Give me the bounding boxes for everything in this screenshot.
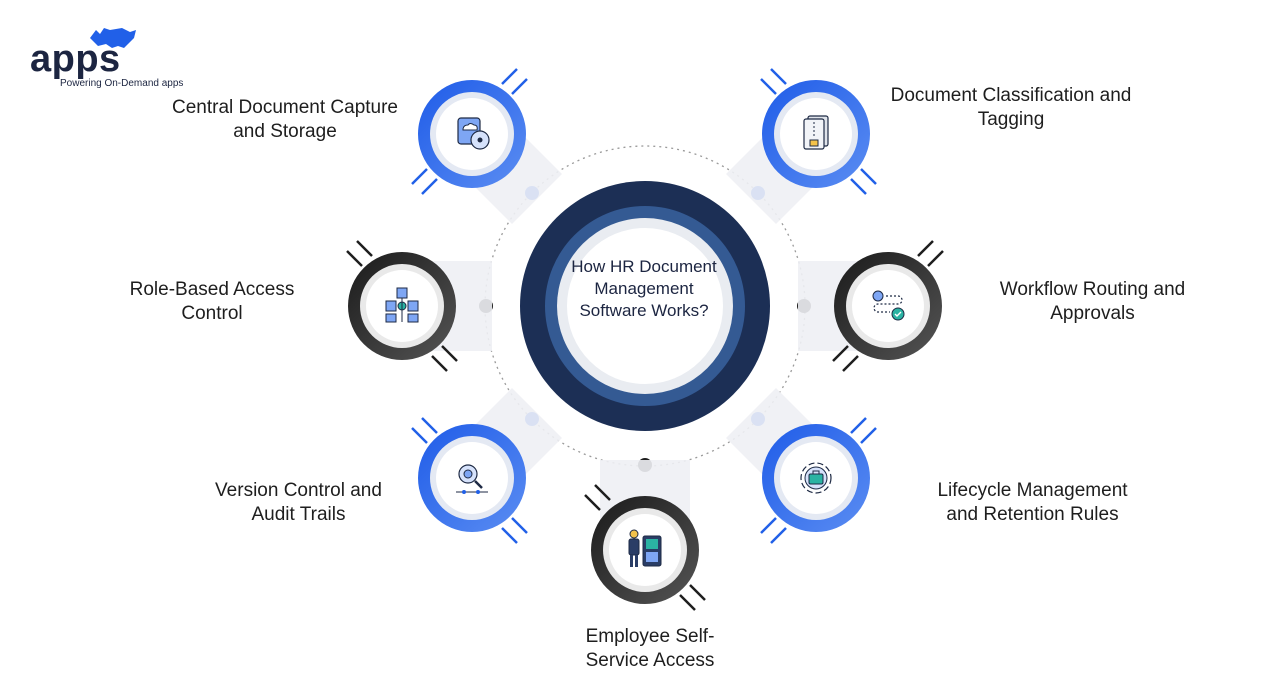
step-label-6: Lifecycle Management and Retention Rules xyxy=(937,480,1128,525)
cloud-storage-icon xyxy=(457,117,490,150)
step-label-2: Document Classification and Tagging xyxy=(890,85,1132,130)
center-title: How HR Document Management Software Work… xyxy=(571,257,717,320)
center-hub xyxy=(520,181,770,431)
step-node-1 xyxy=(411,68,562,224)
step-node-7 xyxy=(584,460,706,611)
step-label-1: Central Document Capture and Storage xyxy=(172,97,398,142)
workflow-icon xyxy=(872,290,905,321)
step-label-3: Role-Based Access Control xyxy=(129,279,295,324)
step-label-4: Workflow Routing and Approvals xyxy=(999,279,1186,324)
tagged-document-icon xyxy=(803,115,829,150)
cycle-briefcase-icon xyxy=(800,462,832,494)
logo-wordmark: apps xyxy=(30,38,121,80)
step-node-5 xyxy=(411,388,562,544)
rhino-icon xyxy=(90,28,136,48)
network-servers-icon xyxy=(385,287,419,323)
step-label-5: Version Control and Audit Trails xyxy=(215,480,382,525)
employee-kiosk-icon xyxy=(628,529,662,567)
step-node-3 xyxy=(346,240,492,372)
brand-logo[interactable]: apps Powering On-Demand apps xyxy=(30,28,200,92)
step-node-2 xyxy=(726,68,877,224)
step-node-6 xyxy=(726,388,877,544)
step-label-7: Employee Self-Service Access xyxy=(585,626,715,671)
magnifier-gear-icon xyxy=(456,464,488,494)
logo-tagline: Powering On-Demand apps xyxy=(60,78,184,89)
step-node-4 xyxy=(798,240,944,372)
